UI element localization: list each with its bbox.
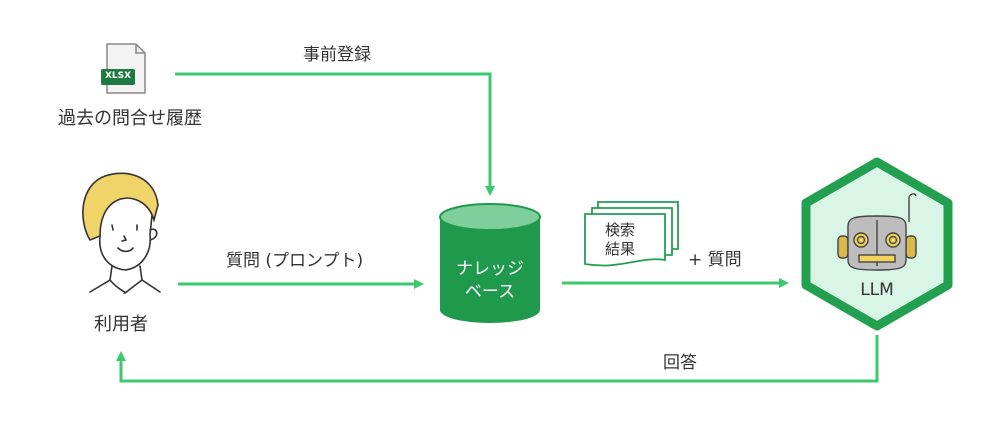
kb-label-line2: ベース [464, 282, 516, 302]
answer-label: 回答 [663, 353, 697, 373]
kb-label-line1: ナレッジ [456, 259, 524, 279]
history-label: 過去の問合せ履歴 [58, 108, 202, 129]
database-icon [439, 203, 541, 323]
pre-register-label: 事前登録 [303, 45, 371, 65]
documents-icon [584, 201, 679, 267]
robot-icon [837, 193, 917, 271]
xlsx-badge-text: XLSX [104, 71, 132, 81]
llm-label: LLM [860, 280, 894, 300]
search-result-line1: 検索 [605, 221, 636, 239]
plus-question-label: + 質問 [688, 250, 742, 270]
user-label: 利用者 [94, 314, 148, 335]
question-label: 質問 (プロンプト) [226, 251, 364, 271]
person-icon [82, 172, 161, 294]
xlsx-file-icon [101, 43, 146, 94]
edge-answer [116, 335, 879, 383]
search-result-line2: 結果 [605, 240, 636, 258]
edge-pre-register [175, 72, 495, 196]
